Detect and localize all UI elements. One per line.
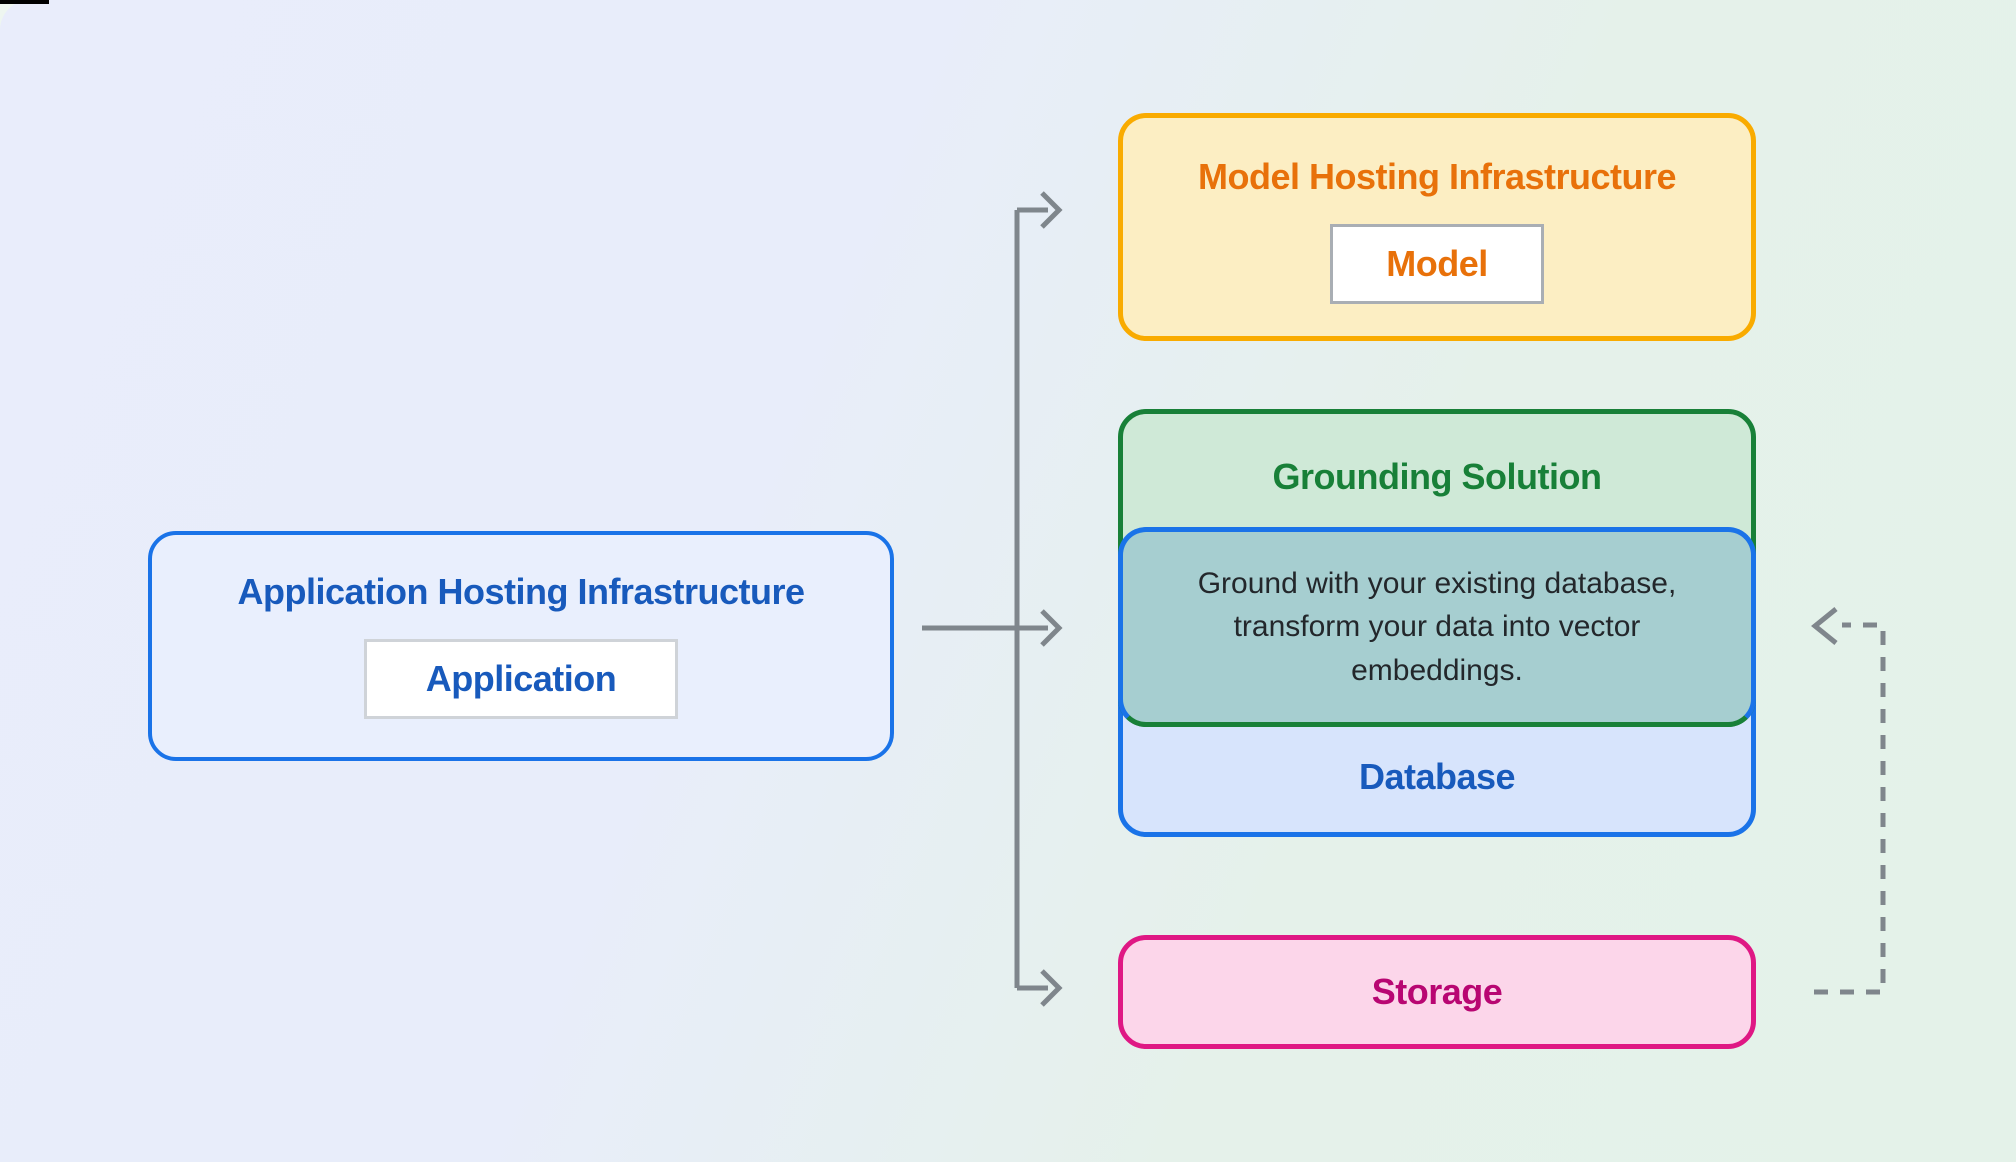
dashed-feedback-line [1814,622,1886,995]
model-hosting-title: Model Hosting Infrastructure [1197,156,1677,197]
grounding-solution-title: Grounding Solution [1272,456,1602,497]
model-chip: Model [1330,224,1544,304]
grounding-description-text: Ground with your existing database, tran… [1197,566,1677,687]
grounding-description-panel: Ground with your existing database, tran… [1118,527,1756,727]
storage-label: Storage [1371,971,1503,1012]
application-chip-label: Application [425,658,617,699]
application-chip: Application [364,639,678,719]
arrowhead-feedback-icon [1811,607,1838,645]
arrowhead-storage-icon [1040,969,1063,1007]
application-hosting-box: Application Hosting Infrastructure Appli… [148,531,894,761]
storage-box: Storage [1118,935,1756,1049]
application-hosting-title: Application Hosting Infrastructure [237,571,805,612]
model-hosting-box: Model Hosting Infrastructure Model [1118,113,1756,341]
arrowhead-model-icon [1040,191,1063,229]
window-edge-artifact [0,0,49,4]
model-chip-label: Model [1386,243,1488,284]
database-label: Database [1358,756,1516,797]
arrowhead-grounding-icon [1040,609,1063,647]
